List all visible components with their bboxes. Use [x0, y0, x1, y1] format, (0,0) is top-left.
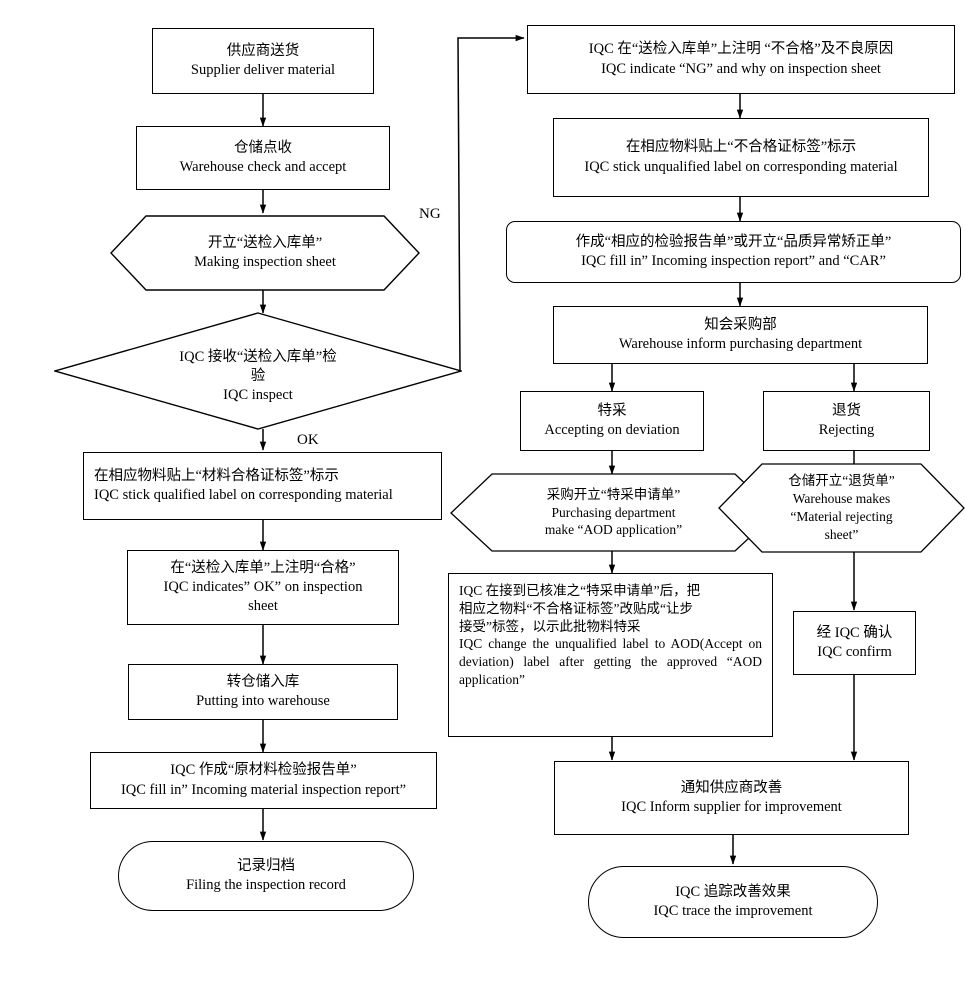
diamond-shape: [54, 312, 462, 430]
node-stick-qualified-label[interactable]: 在相应物料贴上“材料合格证标签”标示 IQC stick qualified l…: [83, 452, 442, 520]
node-change-to-aod-label-cn-3: 接受”标签，以示此批物料特采: [459, 618, 641, 634]
node-accepting-on-deviation-en: Accepting on deviation: [544, 422, 680, 438]
node-inform-purchasing-en: Warehouse inform purchasing department: [618, 336, 863, 352]
node-filing-record-en: Filing the inspection record: [186, 877, 346, 893]
node-iqc-inspect-decision[interactable]: IQC 接收“送检入库单”检 验 IQC inspect: [54, 312, 462, 430]
node-fill-incoming-report-cn: IQC 作成“原材料检验报告单”: [170, 762, 357, 779]
node-accepting-on-deviation[interactable]: 特采 Accepting on deviation: [520, 391, 704, 451]
node-iqc-inspect-cn-1: IQC 接收“送检入库单”检: [179, 349, 337, 365]
node-put-into-warehouse-cn: 转仓储入库: [226, 673, 300, 690]
node-change-to-aod-label-cn-1: IQC 在接到已核准之“特采申请单”后，把: [459, 583, 701, 598]
node-iqc-inspect-en: IQC inspect: [223, 387, 293, 404]
node-stick-unqualified-label-en: IQC stick unqualified label on correspon…: [584, 158, 898, 175]
node-iqc-confirm-en: IQC confirm: [817, 644, 892, 660]
node-making-inspection-sheet-cn: 开立“送检入库单”: [207, 234, 323, 251]
edge-label-ng: NG: [419, 206, 441, 222]
node-indicate-ng-cn: IQC 在“送检入库单”上注明 “不合格”及不良原因: [588, 41, 894, 58]
node-indicate-ok[interactable]: 在“送检入库单”上注明“合格” IQC indicates” OK” on in…: [127, 550, 399, 625]
node-indicate-ng[interactable]: IQC 在“送检入库单”上注明 “不合格”及不良原因 IQC indicate …: [527, 25, 955, 94]
node-indicate-ok-en-1: IQC indicates” OK” on inspection: [163, 578, 363, 595]
node-supplier-deliver-en: Supplier deliver material: [190, 62, 336, 78]
hexagon-shape: [110, 215, 420, 291]
node-filing-record-cn: 记录归档: [237, 857, 295, 874]
node-stick-unqualified-label-cn: 在相应物料贴上“不合格证标签”标示: [625, 139, 857, 156]
node-material-rejecting-sheet-cn: 仓储开立“退货单”: [788, 473, 895, 489]
node-trace-improvement-en: IQC trace the improvement: [653, 903, 813, 919]
node-inform-supplier-cn: 通知供应商改善: [680, 779, 783, 796]
node-fill-incoming-report[interactable]: IQC 作成“原材料检验报告单” IQC fill in” Incoming m…: [90, 752, 437, 809]
node-accepting-on-deviation-cn: 特采: [597, 402, 627, 419]
node-iqc-confirm-cn: 经 IQC 确认: [816, 624, 893, 641]
node-aod-application-cn: 采购开立“特采申请单”: [546, 486, 681, 502]
hexagon-shape: [450, 473, 777, 552]
node-aod-application-en-2: make “AOD application”: [544, 522, 683, 538]
node-aod-application-en-1: Purchasing department: [551, 504, 676, 520]
node-iqc-inspect-cn-2: 验: [250, 368, 266, 385]
node-fill-car-report-en: IQC fill in” Incoming inspection report”…: [581, 253, 886, 269]
node-stick-qualified-label-en: IQC stick qualified label on correspondi…: [94, 487, 393, 503]
node-trace-improvement[interactable]: IQC 追踪改善效果 IQC trace the improvement: [588, 866, 878, 938]
node-aod-application[interactable]: 采购开立“特采申请单” Purchasing department make “…: [450, 473, 777, 552]
node-indicate-ng-en: IQC indicate “NG” and why on inspection …: [601, 60, 881, 77]
node-making-inspection-sheet-en: Making inspection sheet: [194, 254, 336, 270]
node-change-to-aod-label-cn-2: 相应之物料“不合格证标签”改贴成“让步: [459, 600, 693, 616]
node-inform-supplier[interactable]: 通知供应商改善 IQC Inform supplier for improvem…: [554, 761, 909, 835]
node-filing-record[interactable]: 记录归档 Filing the inspection record: [118, 841, 414, 911]
node-change-to-aod-label[interactable]: IQC 在接到已核准之“特采申请单”后，把 相应之物料“不合格证标签”改贴成“让…: [448, 573, 773, 737]
node-inform-purchasing-cn: 知会采购部: [704, 316, 777, 333]
node-rejecting-cn: 退货: [832, 402, 861, 419]
node-material-rejecting-sheet-en-2: “Material rejecting: [790, 509, 893, 524]
node-inform-supplier-en: IQC Inform supplier for improvement: [621, 799, 842, 815]
node-stick-qualified-label-cn: 在相应物料贴上“材料合格证标签”标示: [94, 467, 339, 484]
node-rejecting[interactable]: 退货 Rejecting: [763, 391, 930, 451]
node-iqc-confirm[interactable]: 经 IQC 确认 IQC confirm: [793, 611, 916, 675]
node-making-inspection-sheet[interactable]: 开立“送检入库单” Making inspection sheet: [110, 215, 420, 291]
node-material-rejecting-sheet-en-1: Warehouse makes: [792, 491, 891, 507]
node-fill-incoming-report-en: IQC fill in” Incoming material inspectio…: [120, 781, 407, 798]
node-material-rejecting-sheet-en-3: sheet”: [824, 526, 859, 542]
node-rejecting-en: Rejecting: [818, 422, 875, 438]
node-trace-improvement-cn: IQC 追踪改善效果: [675, 883, 791, 900]
node-put-into-warehouse-en: Putting into warehouse: [196, 693, 330, 709]
node-indicate-ok-cn: 在“送检入库单”上注明“合格”: [170, 559, 356, 576]
node-indicate-ok-en-2: sheet: [248, 598, 278, 615]
edge-inspect-ng-to-indicateng: [457, 34, 525, 372]
node-warehouse-check[interactable]: 仓储点收 Warehouse check and accept: [136, 126, 390, 190]
node-fill-car-report[interactable]: 作成“相应的检验报告单”或开立“品质异常矫正单” IQC fill in” In…: [506, 221, 961, 283]
hexagon-shape: [718, 463, 965, 553]
edge-label-ok: OK: [297, 432, 319, 448]
node-stick-unqualified-label[interactable]: 在相应物料贴上“不合格证标签”标示 IQC stick unqualified …: [553, 118, 929, 197]
node-supplier-deliver[interactable]: 供应商送货 Supplier deliver material: [152, 28, 374, 94]
node-change-to-aod-label-en: IQC change the unqualified label to AOD(…: [459, 636, 762, 688]
node-material-rejecting-sheet[interactable]: 仓储开立“退货单” Warehouse makes “Material reje…: [718, 463, 965, 553]
node-inform-purchasing[interactable]: 知会采购部 Warehouse inform purchasing depart…: [553, 306, 928, 364]
node-fill-car-report-cn: 作成“相应的检验报告单”或开立“品质异常矫正单”: [575, 233, 892, 250]
node-supplier-deliver-cn: 供应商送货: [226, 42, 300, 59]
node-warehouse-check-cn: 仓储点收: [234, 139, 292, 156]
node-put-into-warehouse[interactable]: 转仓储入库 Putting into warehouse: [128, 664, 398, 720]
node-warehouse-check-en: Warehouse check and accept: [179, 159, 347, 175]
